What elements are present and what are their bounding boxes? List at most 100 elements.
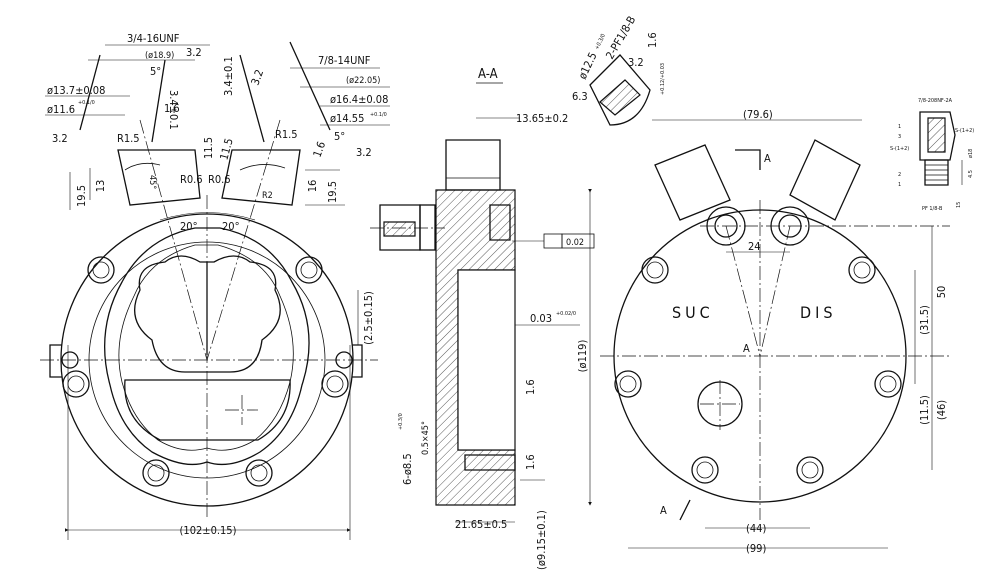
dim-19-5a: 19.5 [75,185,88,207]
dim-19-5b: 19.5 [326,181,339,203]
section-label: A-A [478,67,498,82]
r06b: R0.6 [208,173,231,186]
thread-discharge-ref: (ø22.05) [346,76,380,86]
suc-port [654,144,731,221]
d-13-7: ø13.7±0.08 [47,84,105,97]
chamfer: 0.5×45° [421,421,431,455]
section-mark-3: A [660,504,667,517]
rough-3-2d: 3.2 [356,146,372,159]
lower-cavity [124,379,291,441]
d-11-6-tol: +0.1/0 [78,100,95,106]
holes: 6-ø8.5 [401,453,414,485]
d-16-4: ø16.4±0.08 [330,93,388,106]
left-lug [49,344,62,378]
dis-port [789,139,861,221]
r15b: R1.5 [275,128,298,141]
port-suction-body [117,149,201,206]
rough-1-6b: 1.6 [311,140,329,159]
fitting-side-b: 4.5 [968,170,974,178]
fitting-label-1: 1 [898,124,901,130]
fitting-detail: 7/8-208NF-2A S-(1+2) S-(1+2) 3 1 2 1 PF … [890,98,974,212]
angle-45: 45° [147,175,157,189]
chamber-outer [103,227,310,466]
fitting-label-2: 2 [898,172,901,178]
detail-tol: +0.12/+0.03 [660,63,666,95]
dim-31-5: (31.5) [918,305,931,335]
fitting-label-1b: 1 [898,182,901,188]
fitting-s-upper: S-(1+2) [955,128,974,134]
angle-20a: 20° [180,220,198,233]
dim-102: (102±0.15) [180,524,237,537]
dim-11-5b: 11.5 [217,137,235,162]
thread-suction-ref: (ø18.9) [145,51,174,61]
rough-3-2c: 3.2 [249,68,267,87]
rough-1-6d: 1.6 [524,454,537,470]
port-discharge-lines [239,41,331,143]
dim-119: (ø119) [576,340,589,373]
dim-21-65: 21.65±0.5 [455,518,507,531]
section-port [445,139,501,191]
detail-rough-32: 3.2 [628,56,644,69]
bolt-holes [61,256,353,487]
dim-11-5: (11.5) [918,395,931,425]
dim-50: 50 [935,286,948,299]
section-mark-2: A [743,342,750,355]
chamber-inner [118,244,294,451]
dim-13: 13 [94,180,107,193]
rough-3-2b: 3.2 [186,46,202,59]
dim-16: 16 [306,180,319,193]
r15a: R1.5 [117,132,140,145]
dim-0-03: 0.03 [530,312,552,325]
fitting-label-3: 3 [898,134,901,140]
port-suction-lines [79,54,166,143]
dim-79-6: (79.6) [743,108,773,121]
dim-11-5a: 11.5 [202,137,215,159]
angle-5b: 5° [334,130,345,143]
detail-rough-63: 6.3 [572,90,588,103]
detail-fitting [589,54,651,126]
dis-label: DIS [800,303,836,322]
fitting-title: 7/8-208NF-2A [918,98,953,104]
angle-5a: 5° [150,65,161,78]
fitting-side-c: 15 [956,202,962,208]
depth-3-4a: 3.4±0.1 [167,90,180,130]
flatness-value: 0.02 [566,238,584,248]
detail-d12-5: ø12.5 [576,50,600,81]
detail-rough-16: 1.6 [646,32,659,48]
right-lug [352,344,363,378]
section-view: A-A 13.65±0.2 0.02 0.03 +0.02/0 (ø119) 1… [370,14,666,570]
dim-0-03-tol: +0.02/0 [556,311,576,317]
thread-discharge: 7/8-14UNF [318,54,371,67]
cavity-lobes [134,255,281,373]
left-view: (102±0.15) (2.5±0.15) 20° 20° R0.6 R0.6 … [40,32,390,540]
fitting-body [919,111,956,161]
thread-suction: 3/4-16UNF [127,32,180,45]
dim-13-65: 13.65±0.2 [516,112,568,125]
dim-99: (99) [746,542,766,555]
rough-1-6c: 1.6 [524,379,537,395]
dim-44: (44) [746,522,766,535]
r2: R2 [262,191,273,201]
fitting-side-a: ø18 [968,149,974,158]
fitting-bottom: PF 1/8-B [922,206,943,212]
rough-1-6a: 1.6 [164,102,180,115]
d-11-6: ø11.6 [47,103,75,116]
dim-9-15: (ø9.15±0.1) [535,510,548,570]
depth-3-4b: 3.4±0.1 [222,56,235,96]
r06a: R0.6 [180,173,203,186]
d-14-55: ø14.55 [330,112,364,125]
head-bolt-holes [614,256,902,484]
rough-3-2a: 3.2 [52,132,68,145]
d-14-55-tol: +0.1/0 [370,112,387,118]
dim-2-5: (2.5±0.15) [362,291,375,345]
port-discharge-body [221,149,301,206]
detail-thread: 2-PF1/8-B [603,14,638,62]
dim-46: (46) [935,400,948,420]
fitting-s-lower: S-(1+2) [890,146,909,152]
right-view: SUC DIS A A A (79.6) 24 50 (31.5) (11.5)… [600,108,950,555]
section-mark-1: A [764,152,771,165]
detail-d12-5-tol: +0.3/0 [594,33,607,51]
angle-20b: 20° [222,220,240,233]
suc-label: SUC [672,303,714,322]
